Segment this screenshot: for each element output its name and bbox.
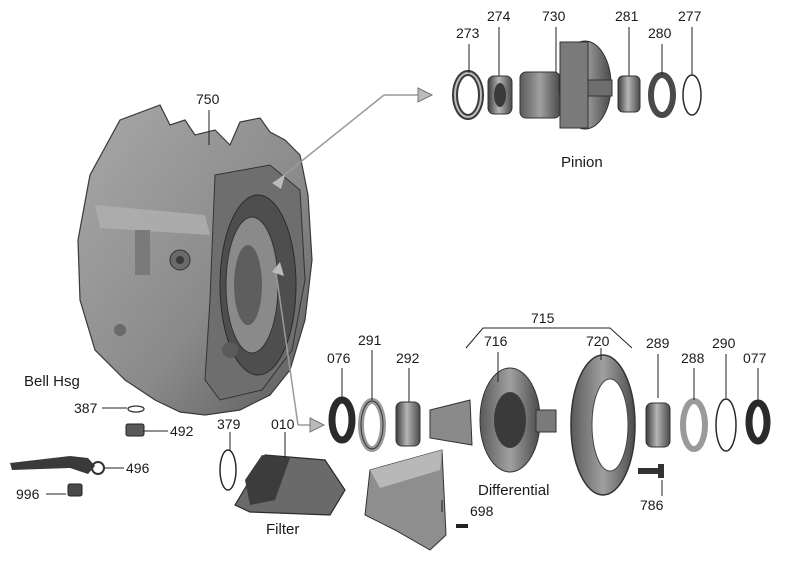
filter-assembly <box>219 449 346 516</box>
label-698: 698 <box>470 503 494 519</box>
label-277: 277 <box>678 8 702 24</box>
label-273: 273 <box>456 25 480 41</box>
label-720: 720 <box>586 333 610 349</box>
caption-differential: Differential <box>478 482 550 499</box>
caption-bell-hsg: Bell Hsg <box>24 373 80 390</box>
caption-pinion: Pinion <box>561 154 603 171</box>
label-289: 289 <box>646 335 670 351</box>
caption-filter: Filter <box>266 521 300 538</box>
label-288: 288 <box>681 350 705 366</box>
label-077: 077 <box>743 350 767 366</box>
label-716: 716 <box>484 333 508 349</box>
label-010: 010 <box>271 416 295 432</box>
pinion-assembly <box>452 40 702 130</box>
differential-assembly <box>328 354 771 496</box>
label-292: 292 <box>396 350 420 366</box>
bell-hsg-small-parts <box>10 405 145 497</box>
label-786: 786 <box>640 497 664 513</box>
label-274: 274 <box>487 8 511 24</box>
label-730: 730 <box>542 8 566 24</box>
label-291: 291 <box>358 332 382 348</box>
label-750: 750 <box>196 91 220 107</box>
leader-lines <box>46 27 759 512</box>
label-379: 379 <box>217 416 241 432</box>
label-280: 280 <box>648 25 672 41</box>
deflector-shield <box>364 449 468 551</box>
label-290: 290 <box>712 335 736 351</box>
label-281: 281 <box>615 8 639 24</box>
label-996: 996 <box>16 486 40 502</box>
label-387: 387 <box>74 400 98 416</box>
label-076: 076 <box>327 350 351 366</box>
label-496: 496 <box>126 460 150 476</box>
assembly-arrows <box>272 87 434 433</box>
label-492: 492 <box>170 423 194 439</box>
label-715: 715 <box>531 310 555 326</box>
bell-housing-750 <box>77 104 313 416</box>
